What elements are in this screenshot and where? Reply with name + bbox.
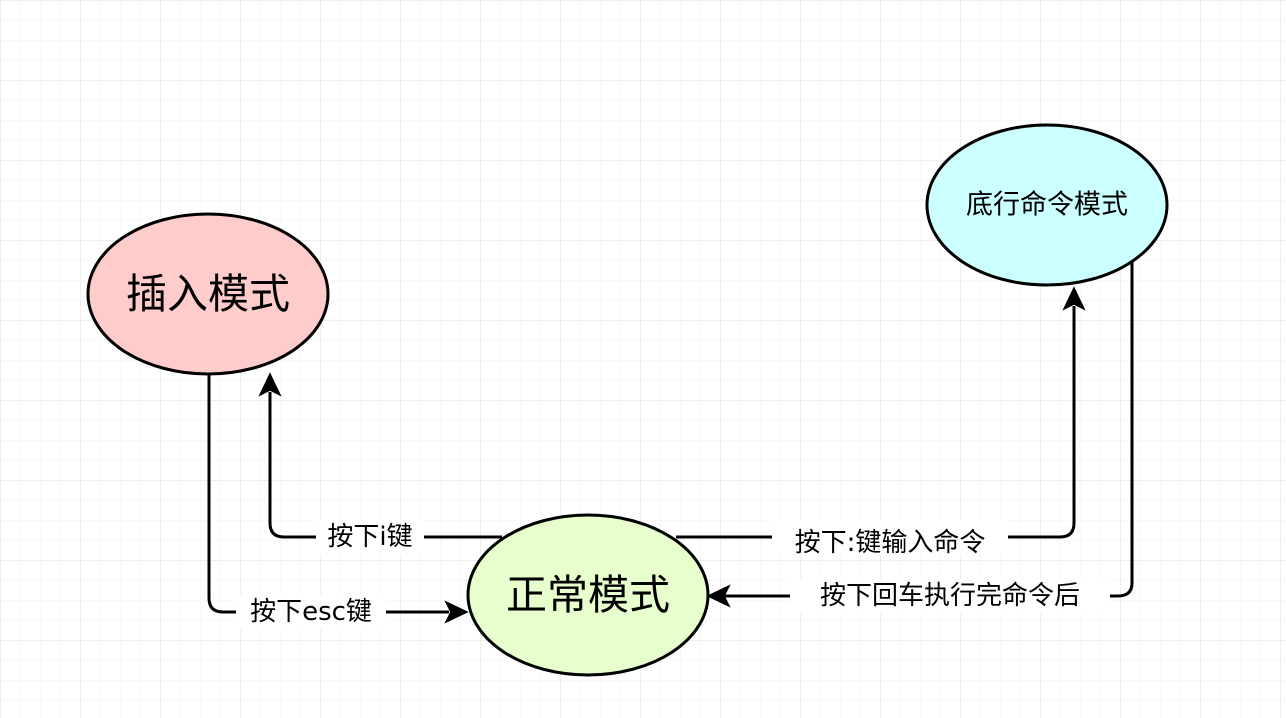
edge-i-line — [268, 392, 502, 539]
node-normal-mode-label: 正常模式 — [506, 571, 670, 619]
node-insert-mode-shape — [86, 212, 330, 376]
edge-label-esc: 按下esc键 — [250, 597, 372, 627]
edge-colon[interactable] — [676, 286, 1086, 539]
edge-enter-line — [725, 262, 1134, 598]
edge-enter-arrowhead — [706, 584, 731, 608]
node-normal-mode-shape — [466, 513, 710, 677]
edge-i[interactable] — [258, 372, 502, 539]
edge-label-bg-enter — [790, 579, 1110, 613]
node-command-mode[interactable]: 底行命令模式 — [925, 123, 1169, 287]
edge-colon-line — [676, 306, 1076, 539]
edge-esc-arrowhead — [444, 600, 469, 624]
edge-esc-line — [207, 374, 449, 614]
node-command-mode-shape — [925, 123, 1169, 287]
edge-label-bg-i — [316, 520, 424, 554]
edge-i-arrowhead — [258, 372, 282, 397]
node-command-mode-label: 底行命令模式 — [966, 190, 1128, 221]
edge-label-i: 按下i键 — [327, 522, 412, 552]
edge-label-bg-esc — [236, 595, 386, 629]
edge-label-enter: 按下回车执行完命令后 — [820, 581, 1080, 611]
edge-esc[interactable] — [207, 374, 469, 624]
edge-label-colon: 按下:键输入命令 — [795, 528, 986, 558]
edge-label-bg-colon — [772, 520, 1008, 554]
node-insert-mode[interactable]: 插入模式 — [86, 212, 330, 376]
node-normal-mode[interactable]: 正常模式 — [466, 513, 710, 677]
edge-enter[interactable] — [706, 262, 1134, 608]
node-insert-mode-label: 插入模式 — [126, 270, 290, 318]
edge-colon-arrowhead — [1062, 286, 1086, 311]
